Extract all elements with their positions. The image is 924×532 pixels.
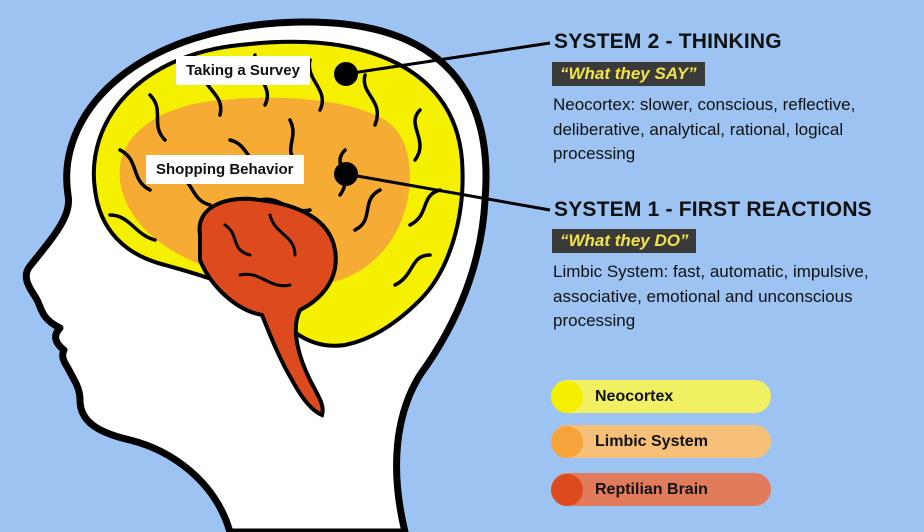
- system2-description: Neocortex: slower, conscious, reflective…: [553, 95, 856, 163]
- connector-line-system1: [345, 172, 551, 212]
- marker-dot-survey: [334, 62, 358, 86]
- legend-swatch-neocortex: [551, 380, 583, 413]
- system1-description: Limbic System: fast, automatic, impulsiv…: [553, 262, 869, 330]
- reptilian-brain-shape: [197, 196, 338, 418]
- label-taking-a-survey: Taking a Survey: [176, 56, 310, 85]
- system1-quote: “What they DO”: [552, 229, 697, 253]
- reptilian-folds: [223, 213, 297, 288]
- legend-label-neocortex: Neocortex: [595, 387, 674, 405]
- legend-item-neocortex: Neocortex: [551, 380, 771, 413]
- system2-quote: “What they SAY”: [552, 62, 705, 86]
- legend-label-reptilian-brain: Reptilian Brain: [595, 480, 708, 498]
- legend-swatch-reptilian-brain: [551, 473, 583, 506]
- legend-item-reptilian-brain: Reptilian Brain: [551, 473, 771, 506]
- legend-item-limbic-system: Limbic System: [551, 425, 771, 458]
- system2-title: SYSTEM 2 - THINKING: [554, 30, 782, 53]
- limbic-system-shape: [119, 97, 410, 287]
- label-shopping-behavior: Shopping Behavior: [146, 155, 304, 184]
- marker-dot-shopping: [334, 162, 358, 186]
- legend-swatch-limbic-system: [551, 425, 583, 458]
- system1-title: SYSTEM 1 - FIRST REACTIONS: [554, 198, 872, 221]
- connector-line-system2: [345, 41, 551, 76]
- legend-label-limbic-system: Limbic System: [595, 432, 708, 450]
